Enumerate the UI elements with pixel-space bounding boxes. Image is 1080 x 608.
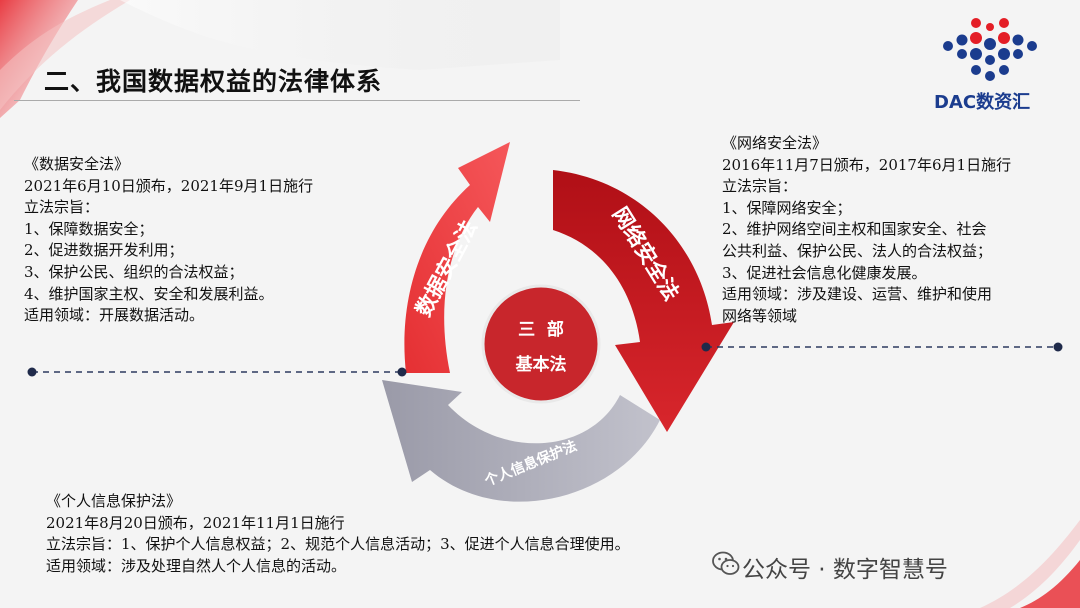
pink-swoosh-bottom-right bbox=[980, 520, 1080, 608]
network-security-arrow bbox=[553, 170, 734, 432]
law-name: 《个人信息保护法》 bbox=[46, 492, 182, 510]
data-security-law-block: 《数据安全法》 2021年6月10日颁布，2021年9月1日施行 立法宗旨： 1… bbox=[24, 154, 313, 327]
law-dates: 2021年6月10日颁布，2021年9月1日施行 bbox=[24, 176, 314, 195]
purpose-item: 公共利益、保护公民、法人的合法权益； bbox=[722, 241, 993, 260]
scope-text: 适用领域：开展数据活动。 bbox=[24, 306, 205, 325]
data-security-arrow bbox=[404, 142, 510, 373]
center-text-line1: 三 部 bbox=[518, 319, 564, 340]
personal-info-arrow bbox=[382, 380, 660, 502]
network-security-law-block: 《网络安全法》 2016年11月7日颁布，2017年6月1日施行 立法宗旨： 1… bbox=[722, 133, 1011, 327]
light-swoosh-top bbox=[120, 0, 560, 70]
personal-info-law-block: 《个人信息保护法》 2021年8月20日颁布，2021年11月1日施行 立法宗旨… bbox=[46, 491, 630, 577]
purpose-title: 立法宗旨： bbox=[24, 198, 100, 217]
logo-text: DAC数资汇 bbox=[934, 92, 1031, 113]
purpose-item: 2、促进数据开发利用； bbox=[24, 241, 184, 260]
page-title: 二、我国数据权益的法律体系 bbox=[44, 67, 383, 96]
center-text-line2: 基本法 bbox=[515, 354, 567, 375]
dot-molecule-logo-icon bbox=[943, 18, 1037, 81]
title-underline bbox=[14, 100, 580, 101]
law-name: 《网络安全法》 bbox=[722, 134, 828, 152]
purpose-item: 3、促进社会信息化健康发展。 bbox=[722, 263, 927, 282]
wechat-icon bbox=[712, 551, 740, 575]
purpose-item: 4、维护国家主权、安全和发展利益。 bbox=[24, 284, 274, 303]
watermark-text: 公众号 · 数字智慧号 bbox=[742, 557, 948, 583]
scope-text: 适用领域：涉及建设、运营、维护和使用 bbox=[722, 285, 993, 304]
purpose-item: 3、保护公民、组织的合法权益； bbox=[24, 262, 244, 281]
purpose-item: 1、保障数据安全； bbox=[24, 219, 154, 238]
purpose-item: 2、维护网络空间主权和国家安全、社会 bbox=[722, 220, 987, 239]
purpose-text: 立法宗旨：1、保护个人信息权益；2、规范个人信息活动；3、促进个人信息合理使用。 bbox=[46, 535, 630, 554]
scope-text: 网络等领域 bbox=[722, 306, 798, 325]
law-dates: 2016年11月7日颁布，2017年6月1日施行 bbox=[722, 155, 1012, 174]
law-dates: 2021年8月20日颁布，2021年11月1日施行 bbox=[46, 513, 345, 532]
purpose-title: 立法宗旨： bbox=[722, 177, 798, 196]
purpose-item: 1、保障网络安全； bbox=[722, 198, 852, 217]
scope-text: 适用领域：涉及处理自然人个人信息的活动。 bbox=[46, 556, 347, 575]
center-circle bbox=[483, 286, 599, 402]
red-swoosh-bottom-right bbox=[1020, 560, 1080, 608]
law-name: 《数据安全法》 bbox=[24, 155, 130, 173]
pink-swoosh-top-left bbox=[0, 0, 130, 110]
